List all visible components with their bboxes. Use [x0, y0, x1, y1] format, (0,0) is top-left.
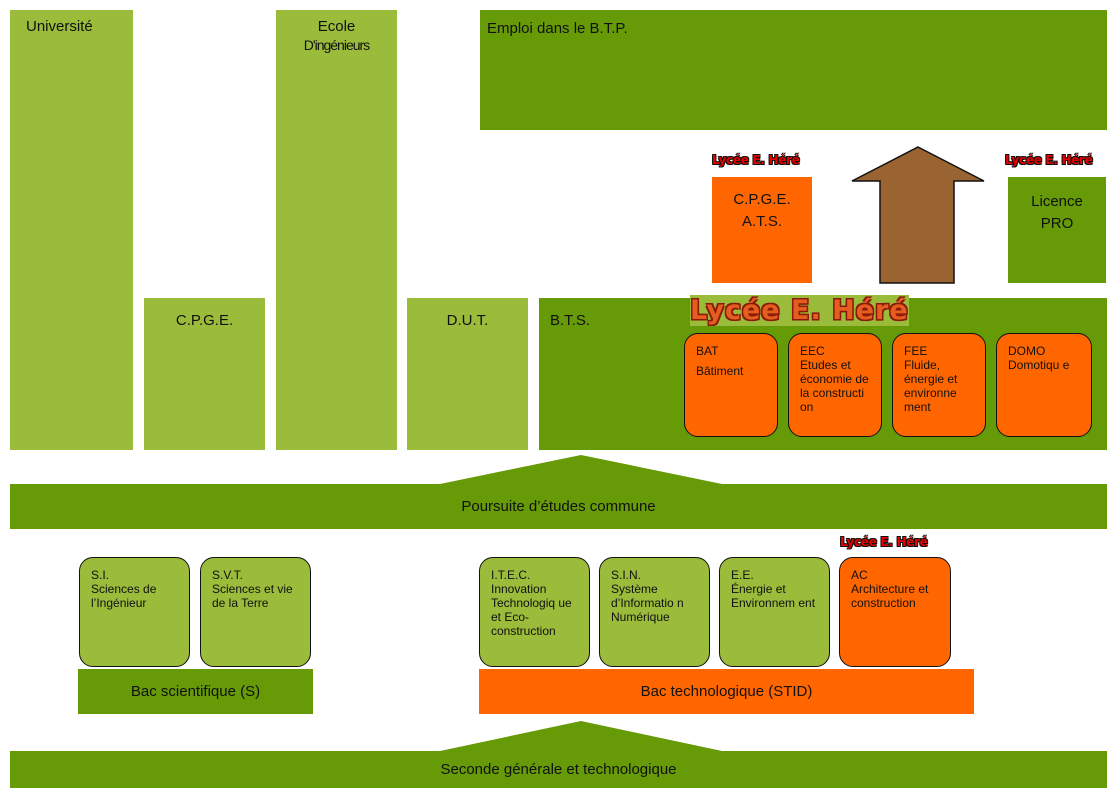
universite-label: Université	[26, 18, 93, 35]
seconde-label-wrap: Seconde générale et technologique	[10, 751, 1107, 788]
stid-option-ee: E.E. Énergie et Environnem ent	[719, 557, 830, 667]
option-desc: Système d’Informatio n Numérique	[611, 582, 688, 624]
bac-s-label: Bac scientifique (S)	[130, 683, 261, 700]
bts-option-fee: FEE Fluide, énergie et environne ment	[892, 333, 986, 437]
cpge-box: C.P.G.E.	[144, 298, 265, 450]
cpge-ats-box: C.P.G.E. A.T.S.	[712, 177, 812, 283]
bts-option-desc: Fluide, énergie et environne ment	[904, 358, 961, 414]
bts-option-desc: Domotiqu e	[1008, 358, 1070, 372]
option-code: E.E.	[731, 568, 754, 582]
bts-label: B.T.S.	[550, 312, 591, 329]
up-arrow-brown	[851, 146, 985, 284]
cpge-label: C.P.G.E.	[175, 312, 234, 329]
ecole-label-line2: D'ingénieurs	[303, 37, 370, 53]
bac-s-option-si: S.I. Sciences de l’Ingénieur	[79, 557, 190, 667]
universite-box: Université	[10, 10, 133, 450]
bts-option-eec: EEC Etudes et économie de la constructi …	[788, 333, 882, 437]
bac-s-bar: Bac scientifique (S)	[78, 669, 313, 714]
option-code: S.V.T.	[212, 568, 243, 582]
dut-label: D.U.T.	[446, 312, 489, 329]
option-code: AC	[851, 568, 868, 582]
bts-option-code: EEC	[800, 344, 825, 358]
stid-option-sin: S.I.N. Système d’Informatio n Numérique	[599, 557, 710, 667]
poursuite-label: Poursuite d’études commune	[461, 498, 656, 515]
dut-box: D.U.T.	[407, 298, 528, 450]
bts-option-desc: Etudes et économie de la constructi on	[800, 358, 873, 414]
cpge-ats-line1: C.P.G.E.	[733, 191, 791, 208]
bac-stid-label: Bac technologique (STID)	[640, 683, 813, 700]
seconde-arrow	[10, 721, 1107, 788]
option-code: S.I.N.	[611, 568, 642, 582]
option-code: I.T.E.C.	[491, 568, 531, 582]
stid-option-ac: AC Architecture et construction	[839, 557, 951, 667]
bts-option-desc: Bâtiment	[696, 364, 744, 378]
bac-stid-bar: Bac technologique (STID)	[479, 669, 974, 714]
lycee-badge-ac: Lycée E. Héré	[840, 535, 928, 549]
lycee-badge-bts: Lycée E. Héré	[690, 295, 909, 326]
lycee-badge-licence: Lycée E. Héré	[1005, 153, 1093, 167]
option-desc: Sciences de l’Ingénieur	[91, 582, 160, 610]
bac-s-option-svt: S.V.T. Sciences et vie de la Terre	[200, 557, 311, 667]
poursuite-arrow	[10, 455, 1107, 529]
licence-line2: PRO	[1040, 215, 1074, 232]
option-desc: Sciences et vie de la Terre	[212, 582, 297, 610]
stid-option-itec: I.T.E.C. Innovation Technologiq ue et Ec…	[479, 557, 590, 667]
option-desc: Architecture et construction	[851, 582, 932, 610]
licence-pro-box: Licence PRO	[1008, 177, 1106, 283]
seconde-label: Seconde générale et technologique	[440, 761, 677, 778]
bts-option-bat: BAT Bâtiment	[684, 333, 778, 437]
bts-option-code: FEE	[904, 344, 928, 358]
option-code: S.I.	[91, 568, 110, 582]
poursuite-label-wrap: Poursuite d’études commune	[10, 484, 1107, 529]
lycee-badge-cpge-ats: Lycée E. Héré	[712, 153, 800, 167]
bts-option-code: BAT	[696, 344, 719, 358]
bts-option-code: DOMO	[1008, 344, 1046, 358]
bts-option-domo: DOMO Domotiqu e	[996, 333, 1092, 437]
emploi-label: Emploi dans le B.T.P.	[487, 20, 628, 37]
ecole-ingenieurs-box: Ecole D'ingénieurs	[276, 10, 397, 450]
ecole-label-line1: Ecole	[317, 18, 356, 35]
option-desc: Innovation Technologiq ue et Eco- constr…	[491, 582, 576, 638]
licence-line1: Licence	[1031, 193, 1083, 210]
cpge-ats-line2: A.T.S.	[741, 213, 782, 230]
emploi-btp-box: Emploi dans le B.T.P.	[480, 10, 1107, 130]
option-desc: Énergie et Environnem ent	[731, 582, 816, 610]
